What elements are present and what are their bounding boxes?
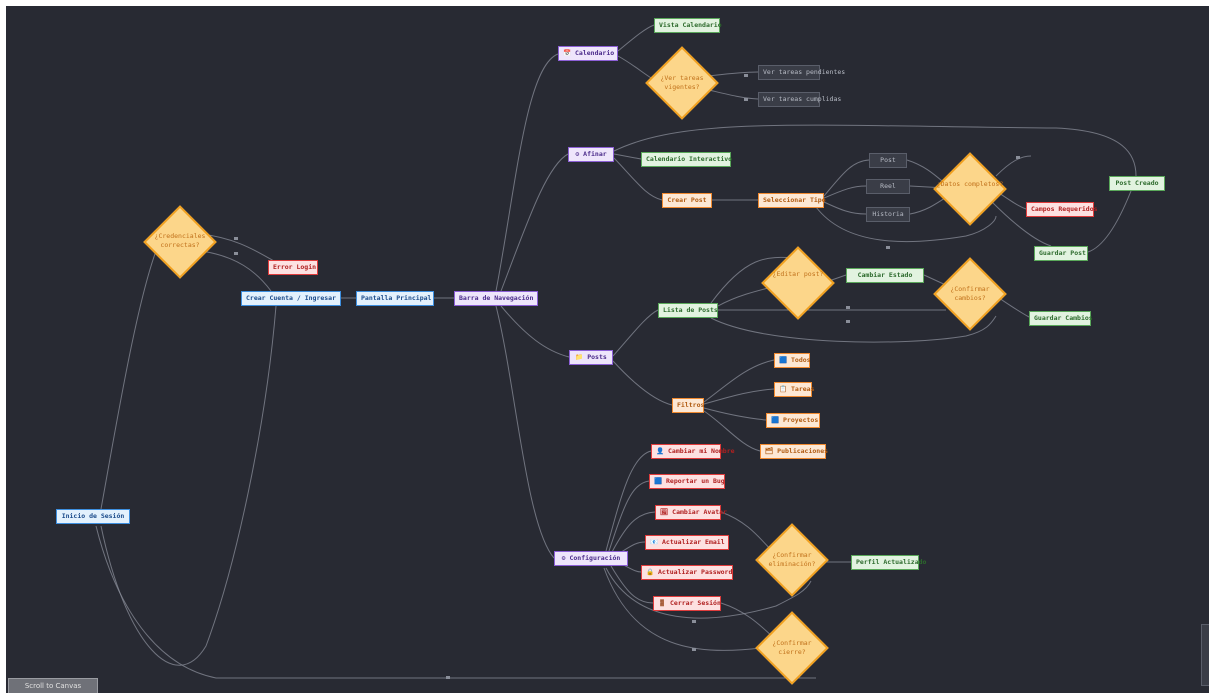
edge-sel-tipoc <box>823 201 867 215</box>
node-tipo-b[interactable]: Reel <box>866 179 910 194</box>
node-afinar[interactable]: ⚙ Afinar <box>568 147 614 162</box>
node-tipo-c[interactable]: Historia <box>866 207 910 222</box>
edge-inicio-loop-1 <box>100 305 277 666</box>
node-crear-cuenta[interactable]: Crear Cuenta / Ingresar <box>241 291 341 306</box>
edge-label-marker-0 <box>234 237 238 240</box>
edge-compl-guardar <box>990 200 1052 247</box>
node-config[interactable]: ⚙ Configuración <box>554 551 628 566</box>
edge-label-marker-2 <box>744 74 748 77</box>
node-guardar-cambios[interactable]: Guardar Cambios <box>1029 311 1093 326</box>
node-filtro-2[interactable]: 📋 Tareas <box>774 382 815 397</box>
diamond-confirmar-eliminacion-label: ¿Confirmar eliminación? <box>768 551 816 568</box>
edge-sel-loop <box>815 206 997 243</box>
edge-inicio-loop-2 <box>95 525 816 679</box>
edge-barra-calendario <box>495 53 559 292</box>
node-filtro-1[interactable]: 🟦 Todos <box>774 353 811 368</box>
edge-barra-afinar <box>500 153 569 292</box>
edge-tareas-opt2 <box>708 89 759 100</box>
edge-lista-loop <box>710 315 997 343</box>
node-seleccionar-tipo[interactable]: Seleccionar Tipo <box>758 193 826 208</box>
node-cfg-4[interactable]: 📧 Actualizar Email <box>645 535 729 550</box>
edge-sel-tipob <box>823 185 867 199</box>
node-barra-navegacion[interactable]: Barra de Navegación <box>454 291 538 306</box>
edge-label-marker-5 <box>846 306 850 309</box>
edge-label-marker-4 <box>1016 156 1020 159</box>
edge-guardar-creado <box>1087 190 1132 253</box>
edge-filtros-3 <box>703 407 767 421</box>
edge-afinar-crear <box>613 157 663 201</box>
edge-filtros-1 <box>703 359 775 403</box>
node-tareas-opt-1[interactable]: Ver tareas pendientes <box>758 65 845 80</box>
node-guardar-post[interactable]: Guardar Post <box>1034 246 1088 261</box>
edge-label-marker-7 <box>886 246 890 249</box>
diamond-credenciales-label: ¿Credenciales correctas? <box>154 232 206 249</box>
node-cfg-2[interactable]: 🟦 Reportar un Bug <box>649 474 725 489</box>
edge-cfg-3 <box>611 511 656 553</box>
node-filtro-4[interactable]: 🗂 Publicaciones <box>760 444 828 459</box>
edge-inicio-credenciales <box>100 250 157 510</box>
node-posts[interactable]: 📁 Posts <box>569 350 613 365</box>
diamond-editar-label: ¿Editar post? <box>772 270 824 278</box>
node-cfg-6[interactable]: 🚪 Cerrar Sesión <box>653 596 721 611</box>
flowchart-canvas[interactable]: Inicio de Sesión ¿Credenciales correctas… <box>6 6 1209 693</box>
node-calendario[interactable]: 📅 Calendario <box>558 46 618 61</box>
edge-label-marker-6 <box>846 320 850 323</box>
edge-posts-lista <box>612 309 659 357</box>
edge-label-marker-3 <box>744 98 748 101</box>
diamond-tareas-label: ¿Ver tareas vigentes? <box>660 74 704 91</box>
edge-posts-filtros <box>612 360 673 406</box>
edge-barra-config <box>495 305 555 559</box>
node-tareas-opt-2[interactable]: Ver tareas cumplidas <box>758 92 841 107</box>
node-cambiar-estado[interactable]: Cambiar Estado <box>846 268 924 283</box>
edge-afinar-cal <box>613 153 642 160</box>
edge-label-marker-8 <box>692 620 696 623</box>
node-calendario-interactivo[interactable]: Calendario Interactivo <box>641 152 732 167</box>
edge-filtros-4 <box>703 410 761 452</box>
zoom-controls[interactable] <box>1201 624 1209 686</box>
edge-sel-tipoa <box>823 159 870 197</box>
node-campos-requeridos[interactable]: Campos Requeridos <box>1026 202 1098 217</box>
edge-cfg-low2 <box>603 567 777 651</box>
diamond-completos-label: ¿Datos completos? <box>936 180 1004 188</box>
node-vista-calendario[interactable]: Vista Calendario <box>654 18 722 33</box>
edge-barra-posts <box>500 305 570 358</box>
edge-cfg-1 <box>605 450 652 552</box>
edge-credenciales-crear <box>200 250 272 292</box>
node-lista-posts[interactable]: Lista de Posts <box>658 303 718 318</box>
node-error-login[interactable]: Error Login <box>268 260 318 275</box>
node-filtro-3[interactable]: 🟦 Proyectos <box>766 413 820 428</box>
scroll-to-canvas-button[interactable]: Scroll to Canvas <box>8 678 98 693</box>
edge-cfg-2 <box>608 480 650 552</box>
node-filtros[interactable]: Filtros <box>672 398 704 413</box>
node-tipo-a[interactable]: Post <box>869 153 907 168</box>
node-inicio-sesion[interactable]: Inicio de Sesión <box>56 509 130 524</box>
node-crear-post[interactable]: Crear Post <box>662 193 712 208</box>
edge-label-marker-1 <box>234 252 238 255</box>
node-cfg-3[interactable]: 🖼 Cambiar Avatar <box>655 505 727 520</box>
edge-calendario-vista <box>617 24 655 52</box>
diamond-confirmar-cambios-label: ¿Confirmar cambios? <box>950 285 990 302</box>
node-cfg-5[interactable]: 🔒 Actualizar Password <box>641 565 733 580</box>
node-pantalla-principal[interactable]: Pantalla Principal <box>356 291 434 306</box>
edge-tareas-opt1 <box>708 71 759 77</box>
edge-tipoa-right <box>995 155 1032 177</box>
edge-cfg-low <box>605 567 812 619</box>
edge-filtros-2 <box>703 388 775 405</box>
edge-afinar-top <box>613 124 1137 177</box>
diamond-confirmar-cierre-label: ¿Confirmar cierre? <box>772 639 812 656</box>
edge-label-marker-10 <box>446 676 450 679</box>
node-cfg-1[interactable]: 👤 Cambiar mi Nombre <box>651 444 735 459</box>
edge-label-marker-9 <box>692 648 696 651</box>
node-perfil-actualizado[interactable]: Perfil Actualizado <box>851 555 926 570</box>
edge-cfg-6 <box>610 565 654 604</box>
node-post-creado[interactable]: Post Creado <box>1109 176 1165 191</box>
